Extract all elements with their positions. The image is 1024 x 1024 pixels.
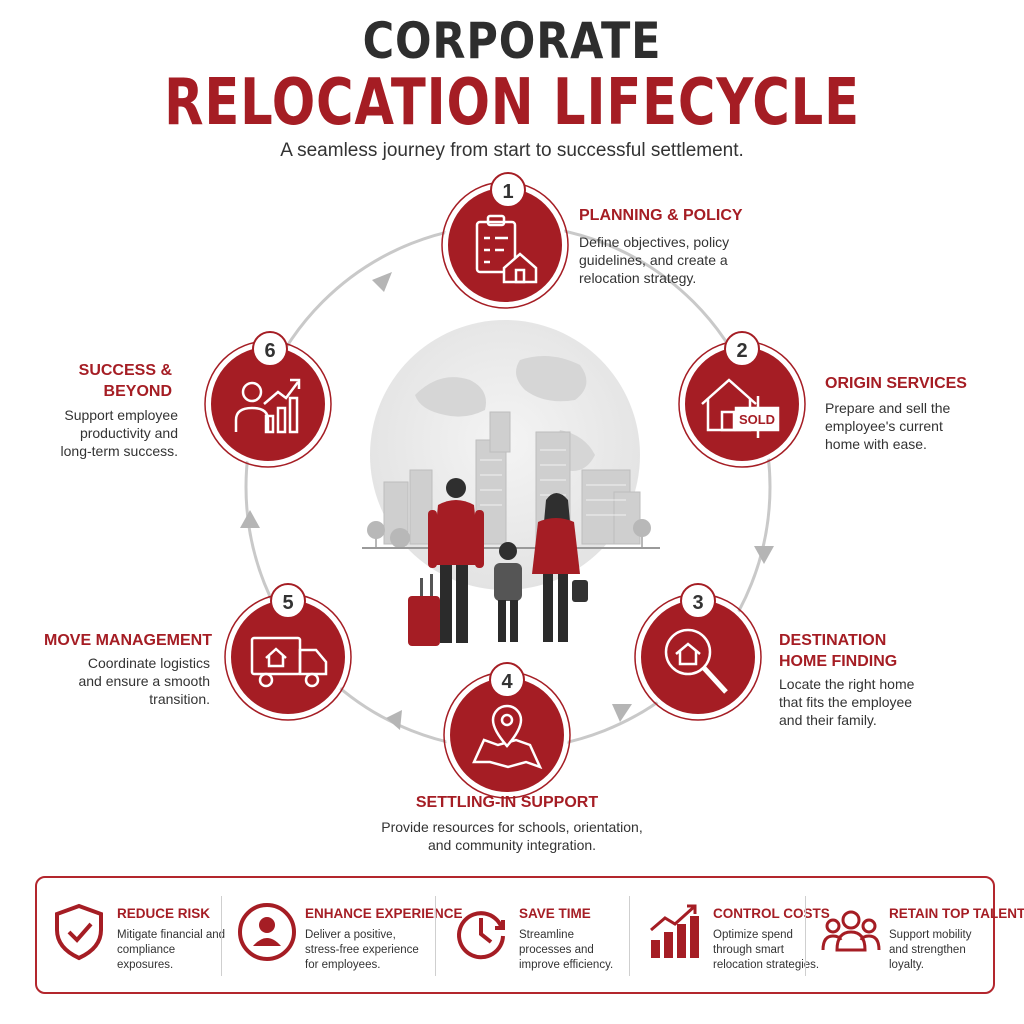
benefit-title: ENHANCE EXPERIENCE — [305, 906, 463, 921]
lifecycle-diagram: 1 2 SOLD 3 — [204, 172, 806, 799]
moving-truck-icon — [250, 636, 328, 688]
arrow-3-to-4 — [612, 704, 632, 722]
bar-chart-icon — [650, 904, 699, 958]
arrow-2-to-3 — [754, 546, 774, 564]
step-1-description: Define objectives, policy guidelines, an… — [579, 234, 730, 286]
family-relocation-icon — [362, 320, 660, 646]
step-6-node: 6 — [204, 331, 332, 468]
benefit-title: RETAIN TOP TALENT — [889, 906, 1024, 921]
step-3-number: 3 — [692, 592, 703, 614]
step-1-number: 1 — [502, 181, 513, 203]
clipboard-house-icon — [475, 214, 538, 284]
benefit-divider — [805, 896, 806, 976]
benefit-divider — [221, 896, 222, 976]
step-1-title: PLANNING & POLICY — [579, 207, 743, 224]
step-5-title: MOVE MANAGEMENT — [44, 632, 212, 649]
step-3-node: 3 — [634, 583, 762, 721]
benefits-panel: REDUCE RISK Mitigate financial and compl… — [35, 876, 1024, 994]
arrow-4-to-5 — [386, 710, 402, 730]
team-icon — [821, 910, 881, 952]
page-title-line2: RELOCATION LIFECYCLE — [164, 66, 860, 140]
benefit-description: Deliver a positive, stress-free experien… — [305, 929, 419, 971]
step-6-number: 6 — [264, 340, 275, 362]
step-1-node: 1 — [441, 172, 569, 309]
benefit-title: SAVE TIME — [519, 906, 591, 921]
growth-chart-icon — [234, 378, 301, 434]
benefit-reduce-risk: REDUCE RISK Mitigate financial and compl… — [37, 878, 225, 992]
shield-check-icon — [55, 903, 103, 961]
clock-icon — [457, 911, 505, 960]
house-sold-icon — [701, 378, 780, 438]
benefit-control-costs: CONTROL COSTS Optimize spend through sma… — [633, 878, 830, 992]
map-pin-icon — [472, 704, 543, 770]
benefit-title: CONTROL COSTS — [713, 906, 830, 921]
step-3-title: DESTINATION HOME FINDING — [779, 632, 898, 670]
step-4-description: Provide resources for schools, orientati… — [381, 819, 643, 853]
step-6-description: Support employee productivity and long-t… — [60, 407, 178, 459]
magnifier-house-icon — [664, 628, 728, 694]
step-4-node: 4 — [443, 662, 571, 799]
benefit-enhance-experience: ENHANCE EXPERIENCE Deliver a positive, s… — [225, 878, 463, 992]
benefit-description: Mitigate financial and compliance exposu… — [117, 929, 226, 971]
step-5-description: Coordinate logistics and ensure a smooth… — [78, 655, 210, 707]
user-circle-icon — [238, 903, 296, 961]
arrow-6-to-1 — [372, 272, 392, 292]
step-3-description: Locate the right home that fits the empl… — [779, 676, 915, 728]
page-title-line1: CORPORATE — [362, 12, 662, 70]
benefit-retain-top-talent: RETAIN TOP TALENT Support mobility and s… — [809, 878, 1024, 992]
step-4-number: 4 — [501, 671, 513, 693]
step-2-title: ORIGIN SERVICES — [825, 375, 967, 392]
sold-sign-text: SOLD — [739, 412, 775, 427]
benefit-divider — [629, 896, 630, 976]
benefit-title: REDUCE RISK — [117, 906, 211, 921]
benefit-description: Support mobility and strengthen loyalty. — [889, 929, 972, 971]
benefit-save-time: SAVE TIME Streamline processes and impro… — [439, 878, 629, 992]
step-2-description: Prepare and sell the employee's current … — [825, 400, 951, 452]
step-2-node: 2 SOLD — [678, 331, 806, 468]
benefit-description: Optimize spend through smart relocation … — [713, 929, 820, 971]
step-2-number: 2 — [736, 340, 747, 362]
benefit-description: Streamline processes and improve efficie… — [519, 929, 614, 971]
cycle-arrows — [240, 272, 774, 730]
step-6-title: SUCCESS & BEYOND — [78, 362, 172, 400]
step-5-number: 5 — [282, 592, 293, 614]
benefit-divider — [435, 896, 436, 976]
step-4-title: SETTLING-IN SUPPORT — [415, 794, 599, 811]
step-5-node: 5 — [224, 583, 352, 721]
arrow-5-to-6 — [240, 510, 260, 528]
page-subtitle: A seamless journey from start to success… — [280, 140, 744, 161]
